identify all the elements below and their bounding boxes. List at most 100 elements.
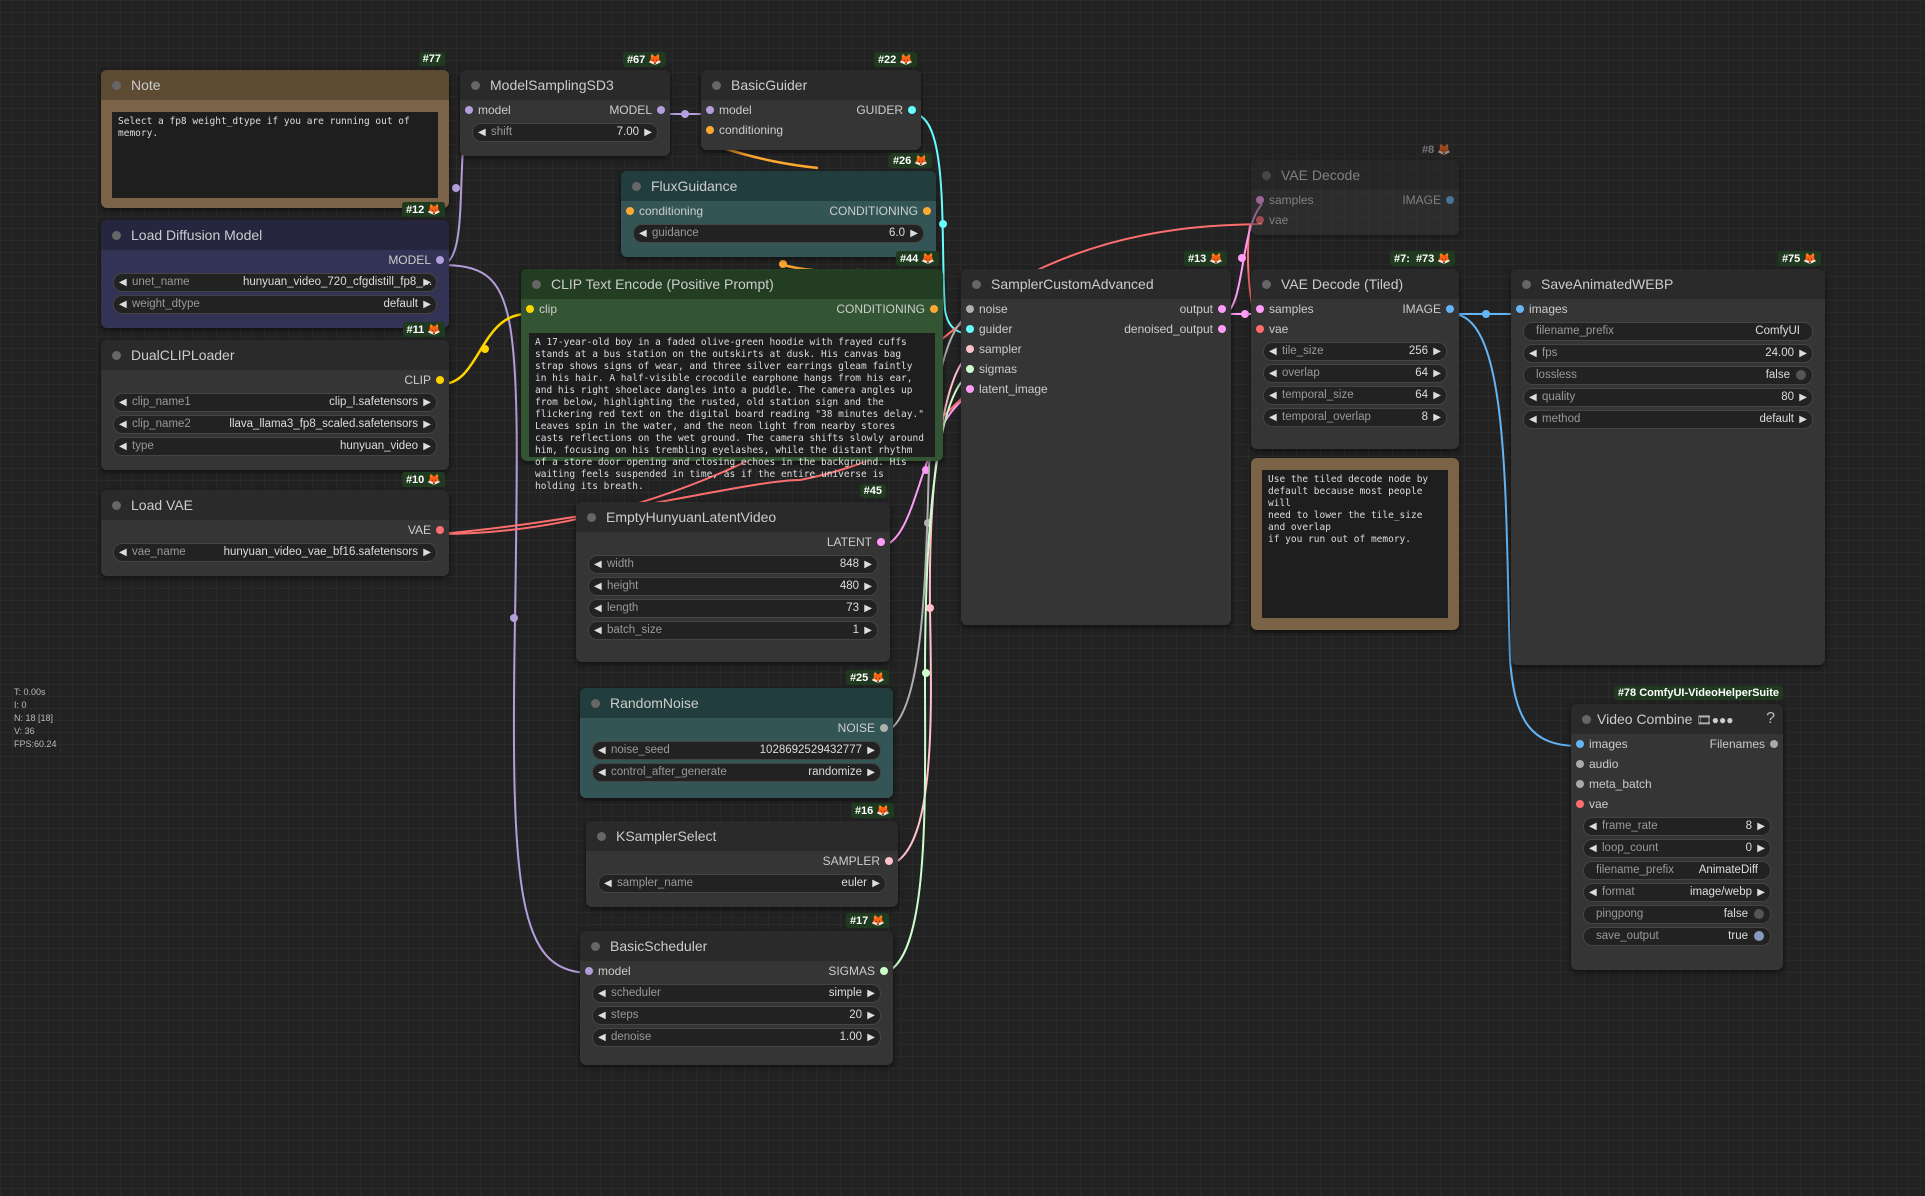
- collapse-dot[interactable]: [112, 231, 121, 240]
- guider-output-socket[interactable]: [908, 106, 916, 114]
- filenames-output-socket[interactable]: [1770, 740, 1778, 748]
- load-diffusion-model-node[interactable]: #12🦊 Load Diffusion Model MODEL ◀unet_na…: [101, 202, 449, 328]
- collapse-dot[interactable]: [1582, 715, 1591, 724]
- collapse-dot[interactable]: [597, 832, 606, 841]
- sampler-input-socket[interactable]: [966, 345, 974, 353]
- sigmas-input-socket[interactable]: [966, 365, 974, 373]
- output-socket[interactable]: [1218, 305, 1226, 313]
- node-header[interactable]: BasicScheduler: [580, 931, 893, 961]
- node-header[interactable]: SaveAnimatedWEBP: [1511, 269, 1825, 299]
- images-input-socket[interactable]: [1576, 740, 1584, 748]
- model-output-socket[interactable]: [657, 106, 665, 114]
- model-input-socket[interactable]: [585, 967, 593, 975]
- conditioning-output-socket[interactable]: [930, 305, 938, 313]
- toggle-knob-icon[interactable]: [1754, 931, 1764, 941]
- node-header[interactable]: CLIP Text Encode (Positive Prompt): [521, 269, 943, 299]
- video-combine-node[interactable]: #78 ComfyUI-VideoHelperSuite Video Combi…: [1571, 686, 1783, 970]
- conditioning-input-socket[interactable]: [626, 207, 634, 215]
- guider-input-socket[interactable]: [966, 325, 974, 333]
- denoised-output-socket[interactable]: [1218, 325, 1226, 333]
- node-header[interactable]: VAE Decode: [1251, 160, 1459, 190]
- collapse-dot[interactable]: [587, 513, 596, 522]
- image-output-socket[interactable]: [1446, 196, 1454, 204]
- help-icon[interactable]: ?: [1766, 710, 1775, 727]
- collapse-dot[interactable]: [591, 699, 600, 708]
- model-input-socket[interactable]: [465, 106, 473, 114]
- collapse-dot[interactable]: [1522, 280, 1531, 289]
- collapse-dot[interactable]: [112, 81, 121, 90]
- empty-hunyuan-latent-video-node[interactable]: #45 EmptyHunyuanLatentVideo LATENT ◀widt…: [576, 484, 890, 662]
- node-header[interactable]: SamplerCustomAdvanced: [961, 269, 1231, 299]
- collapse-dot[interactable]: [112, 351, 121, 360]
- decrement-arrow-icon[interactable]: ◀: [478, 127, 486, 138]
- ksampler-select-node[interactable]: #16🦊 KSamplerSelect SAMPLER ◀sampler_nam…: [586, 803, 898, 907]
- latent-input-socket[interactable]: [966, 385, 974, 393]
- vae-output-socket[interactable]: [436, 526, 444, 534]
- node-header[interactable]: Video Combine🎞●●●?: [1571, 704, 1783, 734]
- clip-input-socket[interactable]: [526, 305, 534, 313]
- node-header[interactable]: Note: [101, 70, 449, 100]
- node-header[interactable]: FluxGuidance: [621, 171, 936, 201]
- meta-batch-input-socket[interactable]: [1576, 780, 1584, 788]
- vae-input-socket[interactable]: [1256, 325, 1264, 333]
- save-animated-webp-node[interactable]: #75🦊 SaveAnimatedWEBP images filename_pr…: [1511, 251, 1825, 665]
- image-output-socket[interactable]: [1446, 305, 1454, 313]
- samples-input-socket[interactable]: [1256, 196, 1264, 204]
- images-input-socket[interactable]: [1516, 305, 1524, 313]
- conditioning-output-socket[interactable]: [923, 207, 931, 215]
- collapse-dot[interactable]: [532, 280, 541, 289]
- sigmas-output-socket[interactable]: [880, 967, 888, 975]
- node-header[interactable]: VAE Decode (Tiled): [1251, 269, 1459, 299]
- vae-input-socket[interactable]: [1576, 800, 1584, 808]
- clip-text-encode-node[interactable]: #44🦊 CLIP Text Encode (Positive Prompt) …: [521, 251, 943, 492]
- toggle-knob-icon[interactable]: [1754, 909, 1764, 919]
- node-header[interactable]: DualCLIPLoader: [101, 340, 449, 370]
- noise-output-socket[interactable]: [880, 724, 888, 732]
- latent-output-socket[interactable]: [877, 538, 885, 546]
- node-header[interactable]: KSamplerSelect: [586, 821, 898, 851]
- node-header[interactable]: EmptyHunyuanLatentVideo: [576, 502, 890, 532]
- model-input-socket[interactable]: [706, 106, 714, 114]
- node-header[interactable]: RandomNoise: [580, 688, 893, 718]
- tiled-note-node[interactable]: Use the tiled decode node by default bec…: [1251, 458, 1459, 630]
- conditioning-input-socket[interactable]: [706, 126, 714, 134]
- node-header[interactable]: Load Diffusion Model: [101, 220, 449, 250]
- increment-arrow-icon[interactable]: ▶: [644, 127, 652, 138]
- note-node[interactable]: #77 Note Select a fp8 weight_dtype if yo…: [101, 52, 449, 208]
- node-header[interactable]: ModelSamplingSD3: [460, 70, 670, 100]
- collapse-dot[interactable]: [1262, 280, 1271, 289]
- audio-input-socket[interactable]: [1576, 760, 1584, 768]
- node-header[interactable]: Load VAE: [101, 490, 449, 520]
- node-header[interactable]: BasicGuider: [701, 70, 921, 100]
- collapse-dot[interactable]: [471, 81, 480, 90]
